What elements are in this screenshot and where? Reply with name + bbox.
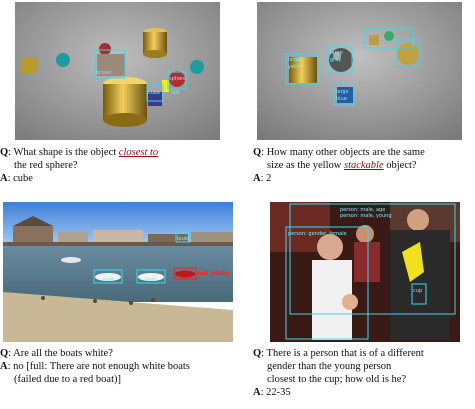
answer-prefix: A bbox=[0, 173, 8, 184]
question-text: : Are all the boats white? bbox=[8, 348, 113, 359]
annotation-label: boat bbox=[177, 236, 188, 242]
annotation-label: person: male, young bbox=[340, 213, 392, 219]
annotation-label: cup bbox=[413, 288, 422, 294]
question-prefix: Q bbox=[0, 348, 9, 359]
annotation-label: blue bbox=[336, 96, 347, 102]
annotation-label: person: male, age bbox=[340, 207, 385, 213]
clevr-scene-2: large yellow large gray large blue bbox=[257, 2, 462, 140]
annotation-label: yellow bbox=[288, 64, 304, 70]
harbor-photo: boat boat boat not white bbox=[3, 202, 233, 342]
annotation-label: gray bbox=[330, 57, 341, 63]
answer-text: : 2 bbox=[260, 173, 272, 184]
question-prefix: Q bbox=[253, 147, 262, 158]
question-text: closest to the cup; how old is he? bbox=[267, 374, 407, 385]
question-text: the red sphere? bbox=[14, 160, 78, 171]
answer-prefix: A bbox=[253, 387, 261, 398]
caption-4: Q: There is a person that is of a differ… bbox=[253, 347, 475, 399]
question-text: object? bbox=[383, 160, 417, 171]
answer-text: : 22-35 bbox=[260, 387, 291, 398]
question-prefix: Q bbox=[253, 348, 262, 359]
annotation-label: not white bbox=[197, 270, 229, 277]
annotation-label: large bbox=[336, 89, 349, 95]
answer-text: (failed due to a red boat)] bbox=[14, 374, 121, 385]
question-text: : What shape is the object bbox=[8, 147, 119, 158]
question-text: gender than the young person bbox=[267, 361, 392, 372]
question-prefix: Q bbox=[0, 147, 9, 158]
question-highlight: closest to bbox=[118, 147, 159, 158]
answer-prefix: A bbox=[253, 173, 261, 184]
annotation-label: cube bbox=[148, 90, 160, 96]
answer-text: : no [full: There are not enough white b… bbox=[7, 361, 190, 372]
annotation-label: person: gender, female bbox=[288, 231, 347, 237]
caption-1: Q: What shape is the object closest to t… bbox=[0, 146, 240, 185]
annotation-label: brown bbox=[96, 70, 111, 76]
indoor-photo: person: gender, female person: male, age… bbox=[270, 202, 460, 342]
annotation-label: red bbox=[171, 90, 179, 96]
annotation-label: large bbox=[288, 57, 301, 63]
caption-2: Q: How many other objects are the same s… bbox=[253, 146, 475, 185]
clevr-scene-1: brown cube sphere red bbox=[15, 2, 220, 140]
question-text: : How many other objects are the same bbox=[261, 147, 425, 158]
annotation-label: sphere bbox=[169, 76, 186, 82]
annotation-label: large bbox=[330, 50, 343, 56]
question-text: : There is a person that is of a differe… bbox=[261, 348, 424, 359]
answer-text: : cube bbox=[7, 173, 33, 184]
question-highlight: stackable bbox=[343, 160, 384, 171]
question-text: size as the yellow bbox=[267, 160, 344, 171]
annotation-label: boat bbox=[145, 277, 156, 283]
answer-prefix: A bbox=[0, 361, 8, 372]
annotation-label: boat bbox=[103, 277, 114, 283]
caption-3: Q: Are all the boats white? A: no [full:… bbox=[0, 347, 250, 386]
